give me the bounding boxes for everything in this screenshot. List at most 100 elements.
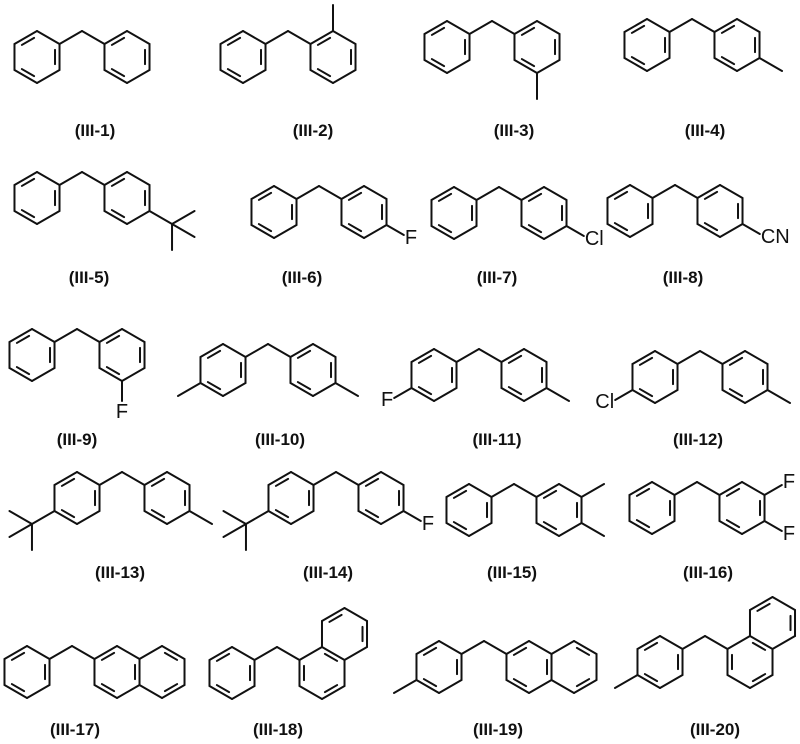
ring-bond	[726, 635, 751, 650]
ring-bond	[103, 30, 128, 45]
compound-structure	[445, 483, 606, 537]
ring-bond	[3, 645, 28, 660]
tert-butyl-methyl-bond	[8, 510, 33, 525]
double-bond-inner-line	[347, 223, 363, 233]
ring-bond	[636, 635, 661, 650]
atom-label: CN	[761, 226, 790, 248]
double-bond-inner-line	[643, 673, 659, 683]
compound-structure: Cl	[430, 186, 604, 250]
ring-bond	[646, 18, 671, 33]
ring-bond	[550, 640, 575, 655]
ring-bond	[651, 481, 676, 496]
ring-bond	[528, 679, 553, 694]
double-bond-inner-line	[703, 190, 719, 200]
ring-bond	[289, 382, 314, 397]
ring-bond	[659, 635, 684, 650]
heteroatom-bond	[763, 484, 783, 496]
methyl-bond	[613, 674, 639, 689]
ring-bond	[31, 328, 56, 343]
double-bond-inner-line	[527, 192, 543, 202]
compound-structure: FF	[628, 471, 795, 545]
ring-bond	[298, 685, 323, 700]
ring-bond	[13, 171, 38, 186]
methylene-bond	[58, 171, 83, 186]
ring-bond	[219, 69, 244, 84]
double-bond-inner-line	[630, 24, 646, 34]
methyl-bond	[766, 389, 792, 404]
ring-bond	[309, 30, 334, 45]
double-bond-inner-line	[638, 356, 654, 366]
ring-bond	[718, 481, 743, 496]
ring-bond	[143, 510, 168, 525]
double-bond-inner-line	[10, 683, 26, 693]
ring-bond	[138, 645, 163, 660]
heteroatom-bond	[402, 510, 422, 522]
methylene-bond	[76, 328, 101, 343]
double-bond-inner-line	[430, 26, 446, 36]
ring-bond	[93, 645, 118, 660]
ring-bond	[558, 483, 583, 498]
ring-bond	[138, 684, 163, 699]
compound-structure	[13, 171, 196, 251]
ring-bond	[550, 679, 575, 694]
ring-bond	[121, 328, 146, 343]
compound-structure: CN	[606, 184, 790, 248]
ring-bond	[3, 684, 28, 699]
ring-bond	[646, 57, 671, 72]
methylene-bond	[58, 30, 83, 45]
double-bond-inner-line	[274, 477, 290, 487]
double-bond-inner-line	[163, 683, 179, 693]
ring-bond	[718, 520, 743, 535]
atom-label: Cl	[595, 391, 614, 413]
ring-bond	[445, 522, 470, 537]
ring-bond	[13, 210, 38, 225]
ring-bond	[505, 640, 530, 655]
ring-bond	[628, 481, 653, 496]
double-bond-inner-line	[417, 386, 433, 396]
double-bond-inner-line	[316, 36, 332, 46]
ring-bond	[242, 69, 267, 84]
double-bond-inner-line	[417, 354, 433, 364]
ring-bond	[26, 684, 51, 699]
methyl-bond	[545, 387, 571, 402]
ring-bond	[166, 471, 191, 486]
double-bond-inner-line	[613, 222, 629, 232]
methyl-bond	[580, 483, 606, 498]
ring-bond	[340, 185, 365, 200]
ring-bond	[631, 389, 656, 404]
double-bond-inner-line	[364, 509, 380, 519]
ring-bond	[36, 210, 61, 225]
tert-butyl-methyl-bond	[171, 223, 196, 238]
compound-label: (III-13)	[94, 563, 146, 582]
ring-bond	[231, 646, 256, 661]
ring-bond	[623, 57, 648, 72]
double-bond-inner-line	[751, 673, 767, 683]
methylene-bond	[699, 350, 724, 365]
methylene-bond	[253, 646, 278, 661]
ring-bond	[536, 20, 561, 35]
double-bond-inner-line	[527, 224, 543, 234]
compound-structure	[8, 471, 214, 551]
double-bond-inner-line	[60, 509, 76, 519]
ring-bond	[636, 674, 661, 689]
ring-bond	[332, 30, 357, 45]
ring-bond	[543, 186, 568, 201]
double-bond-inner-line	[20, 209, 36, 219]
double-bond-inner-line	[756, 602, 771, 612]
ring-bond	[161, 684, 186, 699]
methyl-bond	[334, 382, 360, 397]
compound-structure	[392, 640, 598, 694]
ring-bond	[500, 348, 525, 363]
double-bond-inner-line	[542, 489, 558, 499]
ring-bond	[116, 645, 141, 660]
ring-bond	[121, 367, 146, 382]
ring-bond	[520, 225, 545, 240]
ring-bond	[628, 520, 653, 535]
double-bond-inner-line	[257, 223, 273, 233]
double-bond-inner-line	[226, 68, 242, 78]
compound-label: (III-2)	[292, 121, 334, 140]
tert-butyl-methyl-bond	[8, 523, 33, 538]
ring-bond	[312, 382, 337, 397]
ring-bond	[53, 471, 78, 486]
